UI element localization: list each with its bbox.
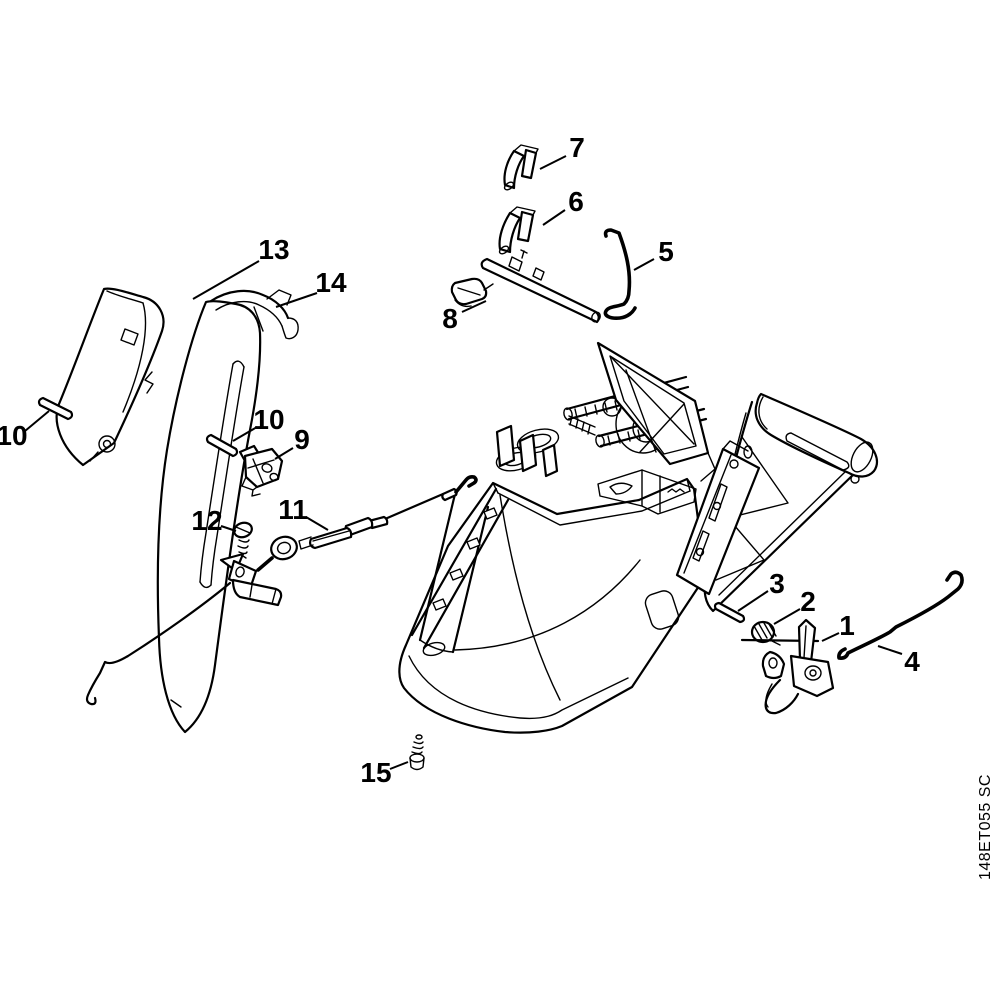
callout-number: 6	[568, 186, 584, 217]
part-4-throttle-rod	[837, 570, 964, 660]
part-9-switch-block	[238, 444, 284, 497]
callout-3: 3	[737, 568, 785, 612]
part-7-clip	[503, 144, 539, 191]
callout-8: 8	[442, 300, 487, 334]
part-14-handle-molding	[156, 289, 299, 734]
callout-number: 7	[569, 132, 585, 163]
callout-number: 2	[800, 586, 816, 617]
part-6-clip	[498, 206, 536, 255]
callout-number: 13	[258, 234, 289, 265]
callout-2: 2	[773, 586, 816, 625]
callout-number: 9	[294, 424, 310, 455]
callout-7: 7	[539, 132, 585, 170]
callout-number: 8	[442, 303, 458, 334]
callout-leader-line	[877, 645, 903, 655]
housing-lid	[596, 341, 716, 482]
part-11-throttle-cable	[85, 475, 478, 706]
callout-leader-line	[220, 525, 237, 532]
callout-leader-line	[24, 410, 50, 432]
callout-number: 10	[0, 420, 28, 451]
callout-4: 4	[877, 645, 920, 677]
callout-leader-line	[389, 761, 409, 770]
trigger-mount-strut	[675, 440, 761, 596]
callout-number: 11	[278, 494, 308, 525]
callout-14: 14	[275, 267, 347, 308]
callout-15: 15	[360, 757, 409, 788]
callout-leader-line	[274, 447, 294, 460]
callout-number: 14	[315, 267, 347, 298]
callout-number: 12	[191, 505, 222, 536]
callout-leader-line	[192, 260, 260, 300]
callout-leader-line	[821, 632, 840, 642]
main-housing	[398, 375, 708, 734]
part-8-switch-shaft	[450, 249, 601, 324]
callout-number: 1	[839, 610, 855, 641]
part-1-throttle-trigger	[761, 618, 835, 715]
callout-leader-line	[539, 155, 567, 170]
part-10-pin-left	[37, 396, 74, 421]
callout-leader-line	[275, 292, 318, 308]
callout-leader-line	[542, 209, 566, 226]
part-13-handle-molding	[55, 287, 165, 467]
callout-13: 13	[192, 234, 290, 300]
callout-leader-line	[737, 590, 769, 612]
callout-5: 5	[633, 236, 674, 271]
callout-leader-line	[305, 516, 329, 531]
callout-leader-line	[232, 426, 258, 442]
callout-leader-line	[773, 608, 801, 625]
part-10-pin-right	[205, 433, 239, 458]
callout-10: 10	[232, 404, 285, 442]
part-15-screw	[409, 734, 425, 771]
part-3-pin	[713, 601, 746, 624]
callout-number: 4	[904, 646, 920, 677]
callout-12: 12	[191, 505, 237, 536]
callout-6: 6	[542, 186, 584, 226]
callout-number: 10	[253, 404, 284, 435]
callout-leader-line	[461, 300, 487, 313]
part-2-spring	[740, 620, 820, 646]
callout-1: 1	[821, 610, 855, 642]
callout-number: 5	[658, 236, 674, 267]
callout-number: 15	[360, 757, 391, 788]
callout-11: 11	[278, 494, 329, 531]
part-5-wire-spring	[603, 228, 637, 320]
callout-leader-line	[633, 258, 655, 271]
diagram-code: 148ET055 SC	[977, 774, 994, 880]
callout-number: 3	[769, 568, 785, 599]
callout-9: 9	[274, 424, 310, 460]
part-12-screw	[233, 521, 253, 559]
callout-10: 10	[0, 410, 50, 451]
